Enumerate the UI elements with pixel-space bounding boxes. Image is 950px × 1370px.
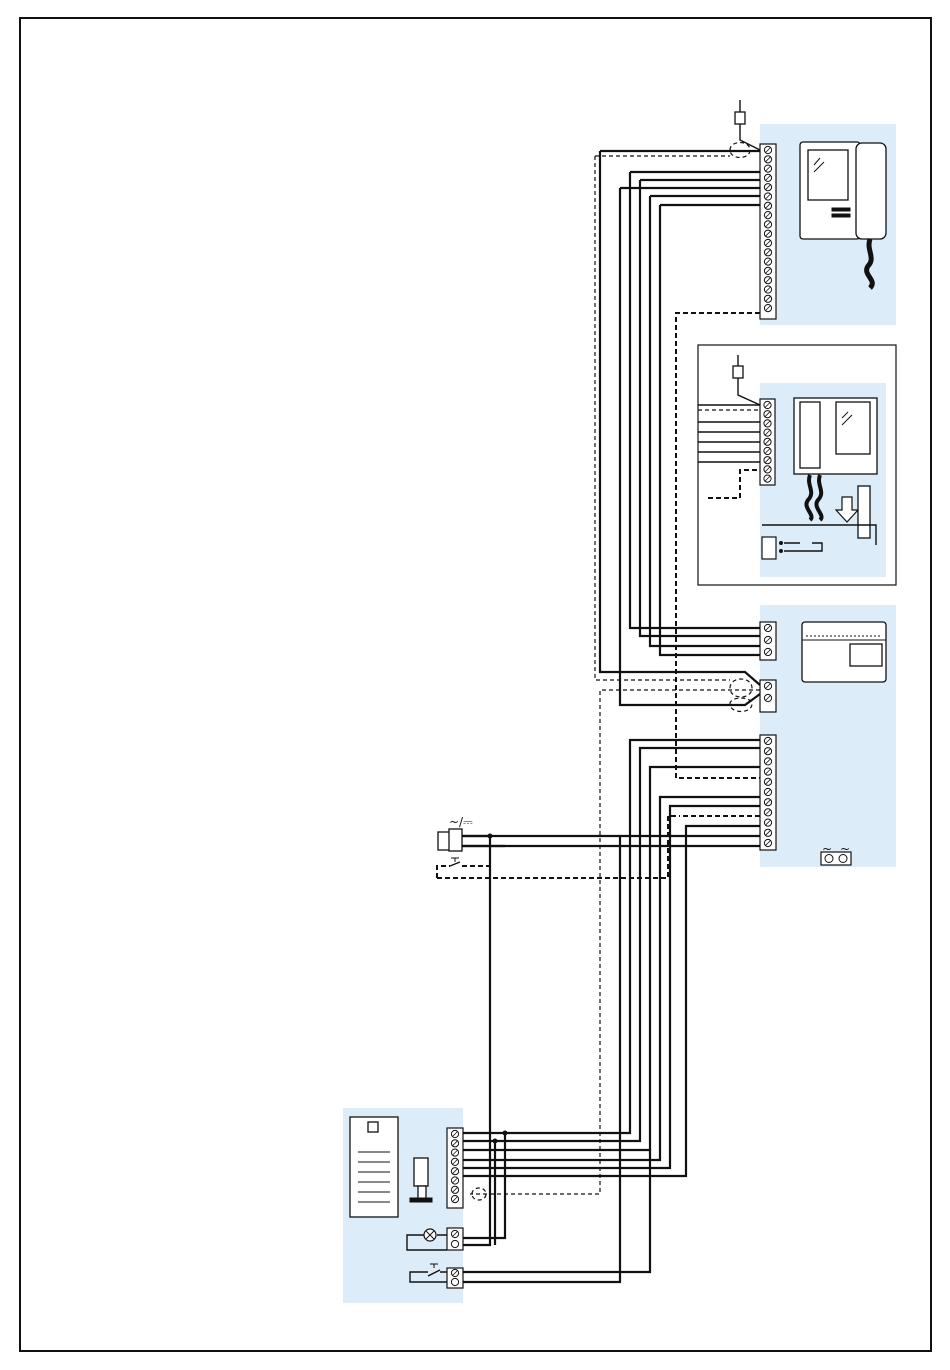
wires-lock bbox=[437, 816, 680, 1245]
entrance-panel bbox=[350, 1117, 398, 1217]
terminal-screw bbox=[451, 1240, 458, 1247]
power-symbol: ~/⎓ bbox=[449, 815, 473, 829]
terminal-screw bbox=[451, 1278, 458, 1285]
handset-plug-top bbox=[730, 100, 760, 158]
push-button-lock bbox=[450, 858, 460, 866]
terminal-screws bbox=[451, 146, 771, 1285]
power-supply-unit bbox=[802, 622, 886, 682]
shield-loop-psu bbox=[730, 679, 752, 712]
